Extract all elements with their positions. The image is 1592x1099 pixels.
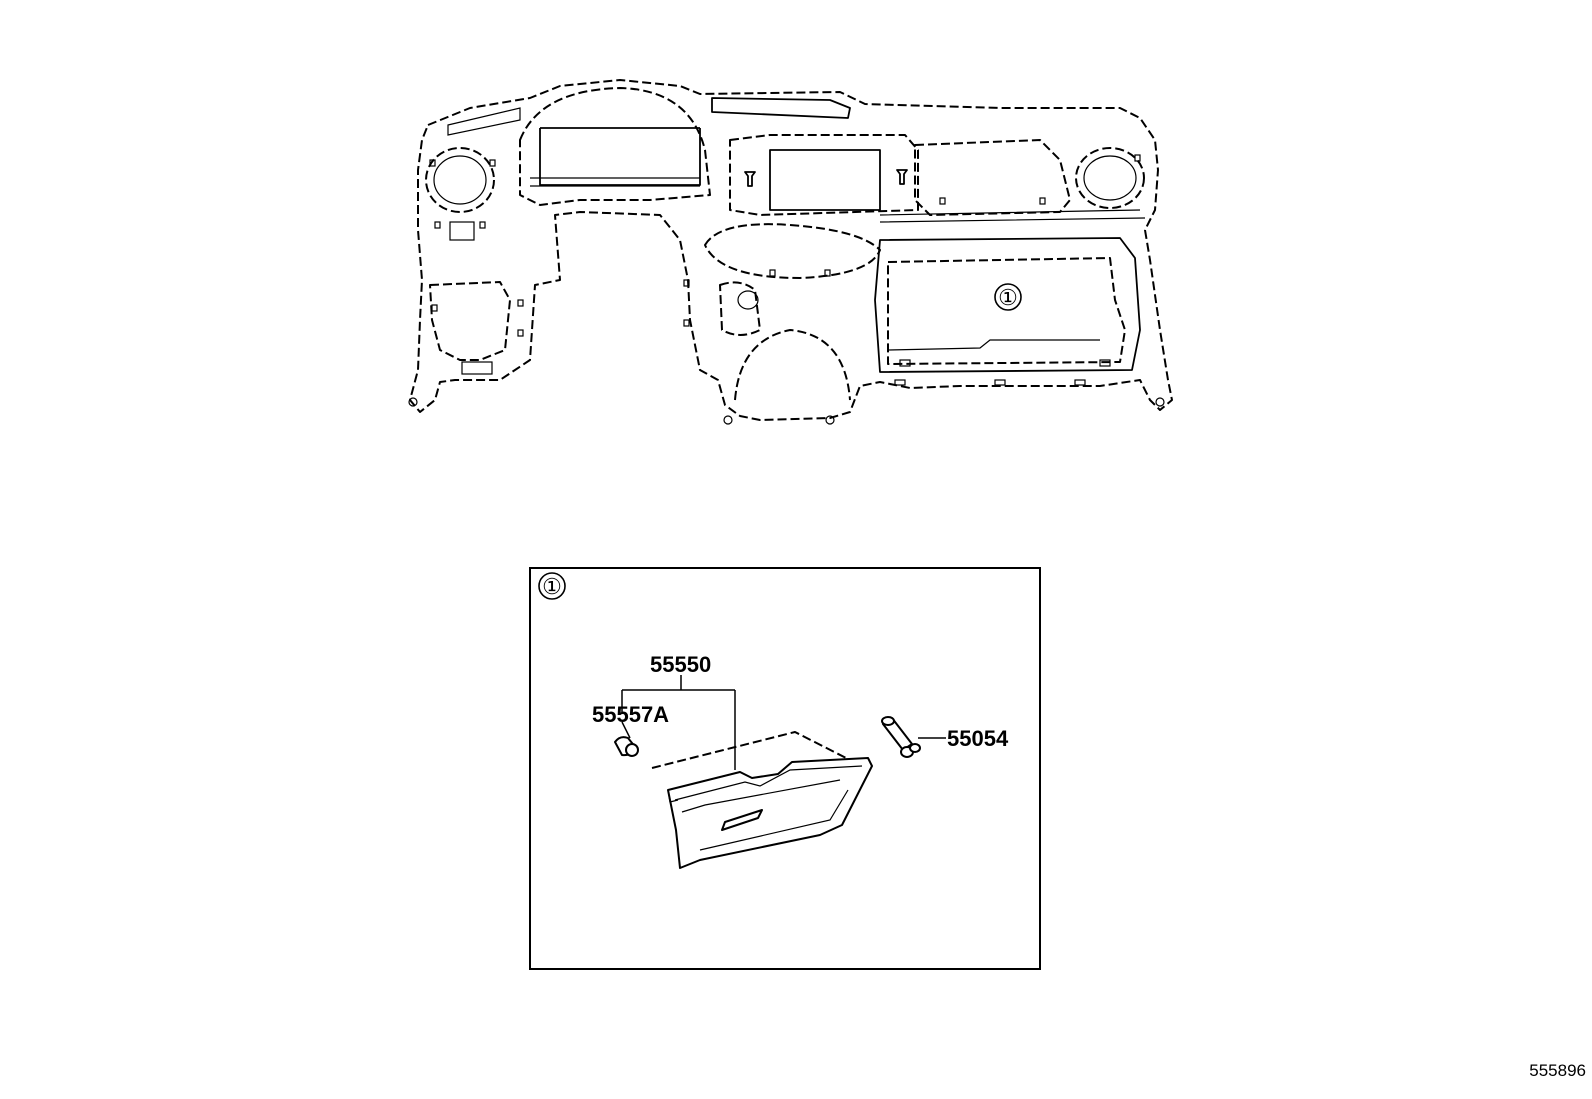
inset-callout-text: ① — [542, 574, 562, 599]
part-label-55557A: 55557A — [592, 702, 669, 727]
glove-box-part — [651, 731, 873, 869]
dashboard-callout-text: ① — [998, 285, 1018, 310]
diagram-reference-number: 555896 — [1529, 1061, 1586, 1080]
dashboard-callout: ① — [994, 283, 1022, 311]
damper-part — [881, 716, 921, 758]
stopper-part — [614, 736, 639, 757]
part-label-55054: 55054 — [947, 726, 1009, 751]
dashboard-outline — [408, 79, 1173, 425]
leader-lines — [621, 675, 946, 770]
part-label-55550: 55550 — [650, 652, 711, 677]
